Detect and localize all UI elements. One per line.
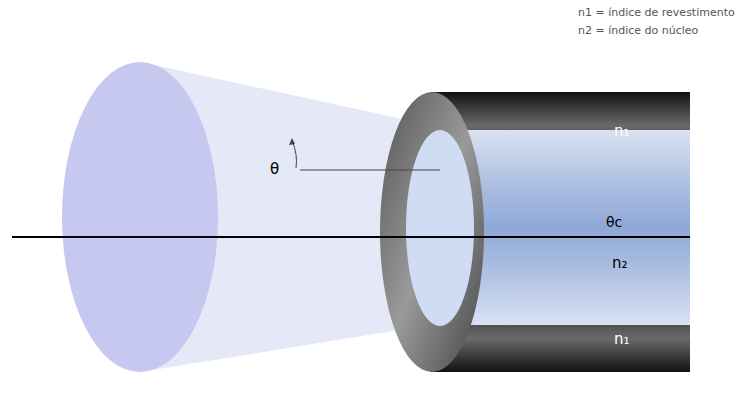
core-face — [406, 130, 474, 326]
legend-note: n2 = índice do núcleo — [578, 24, 698, 37]
angle-arrowhead — [289, 138, 295, 145]
index-label: n₂ — [612, 254, 628, 272]
light-source-disc — [62, 62, 218, 372]
angle-line — [300, 170, 440, 171]
index-label: n₁ — [614, 330, 630, 348]
critical-angle-label: θc — [606, 214, 622, 230]
fiber-face — [380, 92, 484, 372]
optical-axis — [12, 236, 690, 238]
index-label: n₁ — [614, 122, 630, 140]
angle-label: θ — [270, 160, 279, 178]
legend-note: n1 = índice de revestimento — [578, 6, 735, 19]
